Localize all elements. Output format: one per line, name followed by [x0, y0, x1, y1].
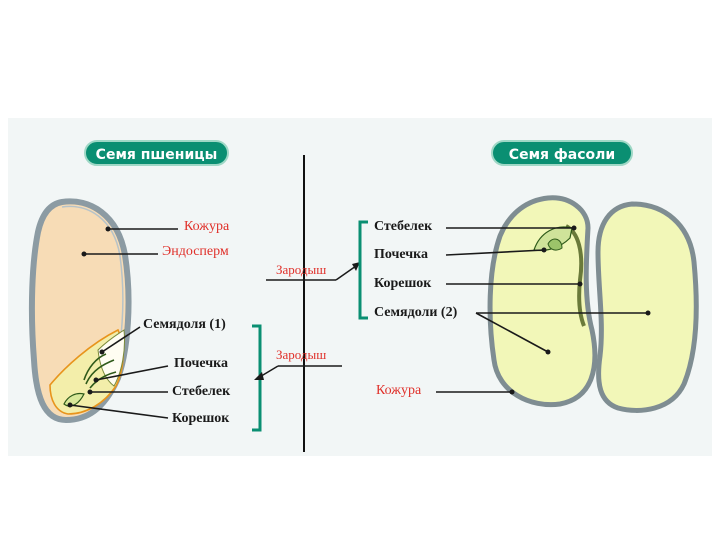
bean-koreshok-dot: [578, 282, 583, 287]
bean-pochechka-dot: [542, 248, 547, 253]
wheat-seed: [32, 201, 129, 420]
wheat-pochechka-dot: [94, 378, 99, 383]
bean-semyadoli-label: Семядоли (2): [374, 305, 457, 321]
wheat-endosperm-dot: [82, 252, 87, 257]
bean-kozhura-dot: [510, 390, 515, 395]
wheat-kozhura-dot: [106, 227, 111, 232]
bean-pochechka-label: Почечка: [374, 247, 428, 263]
bean-semyadoli-dot-1: [546, 350, 551, 355]
bean-kozhura-label: Кожура: [376, 383, 421, 399]
embryo-group-label-bottom: Зародыш: [276, 347, 326, 363]
wheat-stebelek-dot: [88, 390, 93, 395]
bean-stebelek-label: Стебелек: [374, 219, 432, 235]
wheat-kozhura-label: Кожура: [184, 219, 229, 235]
wheat-stebelek-label: Стебелек: [172, 384, 230, 400]
embryo-group-label-top: Зародыш: [276, 262, 326, 278]
wheat-title: Семя пшеницы: [84, 140, 229, 166]
bean-title: Семя фасоли: [491, 140, 633, 166]
wheat-pochechka-label: Почечка: [174, 356, 228, 372]
bean-koreshok-label: Корешок: [374, 276, 431, 292]
wheat-koreshok-label: Корешок: [172, 411, 229, 427]
wheat-semyadolya-dot: [100, 350, 105, 355]
bean-right-cotyledon: [598, 204, 696, 410]
wheat-semyadolya-label: Семядоля (1): [143, 317, 226, 333]
wheat-endosperm-label: Эндосперм: [162, 244, 229, 260]
bean-semyadoli-dot-2: [646, 311, 651, 316]
wheat-koreshok-dot: [68, 403, 73, 408]
bean-stebelek-dot: [572, 226, 577, 231]
